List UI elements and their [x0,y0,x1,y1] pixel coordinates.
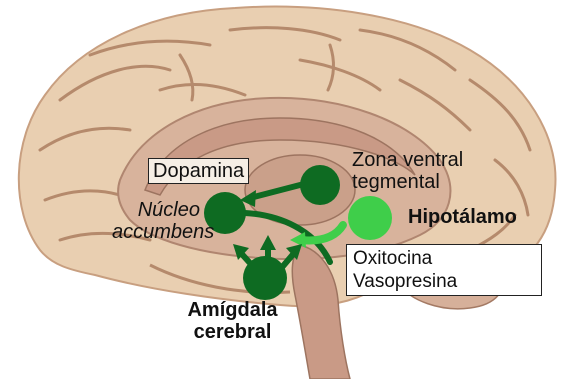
vasopresina-label: Vasopresina [353,272,535,291]
amigdala-label: Amígdala cerebral [175,300,290,342]
nucleo-accumbens-label: Núcleo accumbens [112,200,200,242]
amigdala-line2: cerebral [175,322,290,342]
nucleo-line1: Núcleo [112,200,200,220]
zona-ventral-node [300,165,340,205]
amigdala-node [243,256,287,300]
hipotalamo-label: Hipotálamo [408,207,517,227]
dopamina-label: Dopamina [148,158,249,184]
nucleo-line2: accumbens [112,222,200,242]
oxitocina-label: Oxitocina [353,249,535,268]
zona-ventral-line1: Zona ventral [352,150,463,170]
zona-ventral-line2: tegmental [352,172,463,192]
amigdala-line1: Amígdala [175,300,290,320]
hipotalamo-node [348,196,392,240]
oxitocina-vasopresina-box: Oxitocina Vasopresina [346,244,542,296]
zona-ventral-label: Zona ventral tegmental [352,150,463,192]
